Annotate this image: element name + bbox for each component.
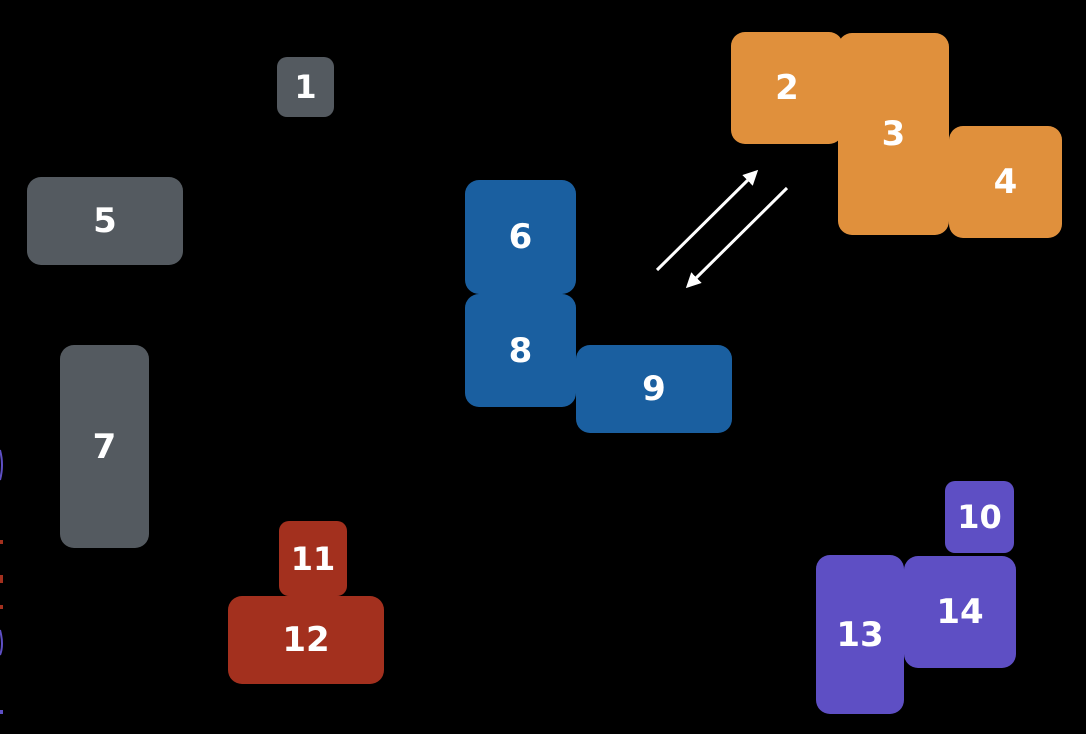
block-1: 1 bbox=[277, 57, 334, 117]
block-10: 10 bbox=[945, 481, 1014, 553]
block-7-label: 7 bbox=[92, 426, 117, 467]
block-5-label: 5 bbox=[93, 201, 117, 241]
block-4-label: 4 bbox=[993, 162, 1018, 202]
block-11: 11 bbox=[279, 521, 347, 596]
block-13-label: 13 bbox=[836, 614, 884, 655]
block-13: 13 bbox=[816, 555, 904, 714]
arrow-to-blue bbox=[685, 186, 789, 289]
block-6-label: 6 bbox=[508, 217, 533, 257]
block-8: 8 bbox=[465, 294, 576, 407]
block-14-label: 14 bbox=[936, 592, 984, 632]
block-9-label: 9 bbox=[642, 369, 666, 409]
block-10-label: 10 bbox=[957, 498, 1002, 536]
arrow-to-orange bbox=[655, 169, 759, 272]
block-12-label: 12 bbox=[282, 620, 330, 660]
bidirectional-arrows bbox=[655, 169, 789, 289]
block-11-label: 11 bbox=[290, 539, 336, 578]
block-14: 14 bbox=[904, 556, 1016, 668]
block-3-label: 3 bbox=[881, 114, 906, 154]
block-3: 3 bbox=[838, 33, 949, 235]
block-4: 4 bbox=[949, 126, 1062, 238]
left-edge-marks bbox=[0, 449, 3, 714]
block-1-label: 1 bbox=[294, 68, 317, 106]
block-2-label: 2 bbox=[775, 68, 799, 108]
block-5: 5 bbox=[27, 177, 183, 265]
block-9: 9 bbox=[576, 345, 732, 433]
block-7: 7 bbox=[60, 345, 149, 548]
block-6: 6 bbox=[465, 180, 576, 294]
block-12: 12 bbox=[228, 596, 384, 684]
block-8-label: 8 bbox=[508, 330, 533, 371]
block-2: 2 bbox=[731, 32, 843, 144]
